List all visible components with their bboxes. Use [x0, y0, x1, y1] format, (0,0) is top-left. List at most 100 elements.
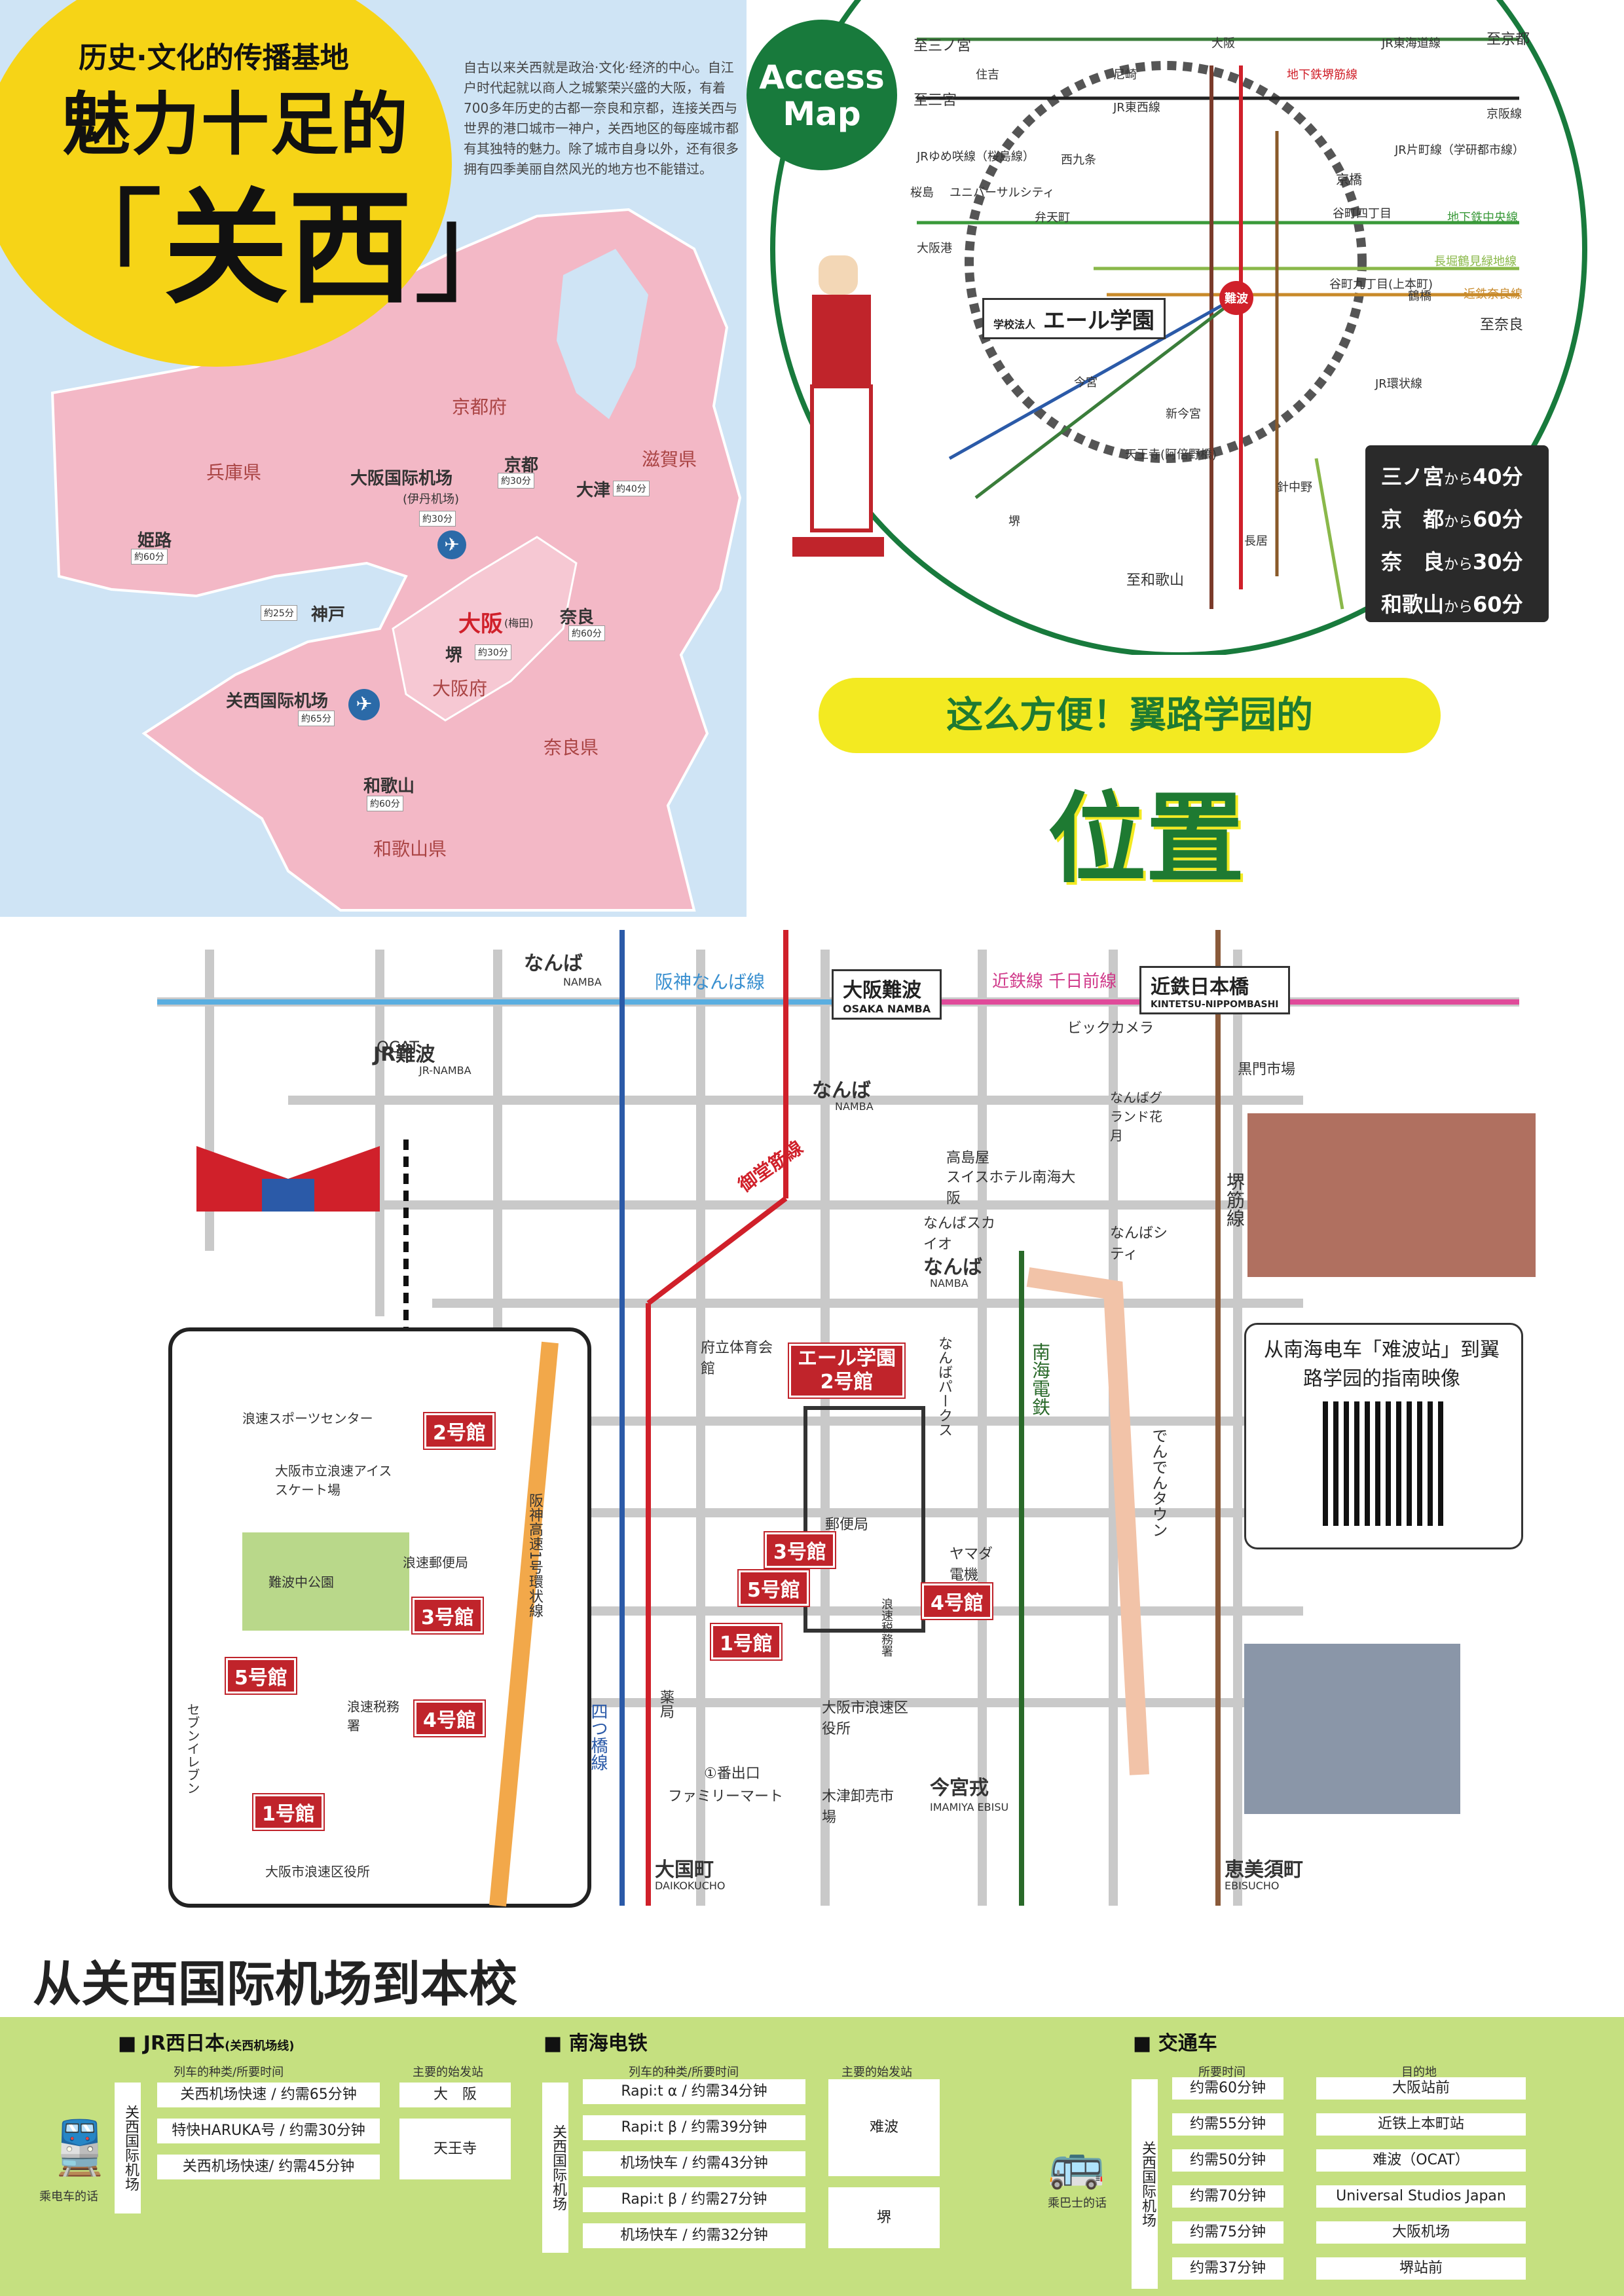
place-ocat: OCAT [377, 1038, 419, 1056]
bus-time: 约需37分钟 [1172, 2257, 1283, 2280]
line-label: JRゆめ咲線（桜島線） [917, 150, 1035, 164]
bus-dest: 大阪站前 [1316, 2077, 1526, 2100]
line-nankai: 南海電鉄 [1029, 1342, 1051, 1416]
bus-time: 约需75分钟 [1172, 2221, 1283, 2244]
city-kyoto: 京都 [504, 456, 539, 475]
building-5-label: 5号館 [739, 1570, 809, 1606]
time-kobe: 約25分 [261, 605, 297, 621]
station-namba-midosuji: なんば [812, 1079, 871, 1102]
place-yamada: ヤマダ電機 [950, 1546, 993, 1583]
inset-building-4: 4号館 [415, 1701, 485, 1736]
station-daikokucho: 大国町 [655, 1859, 714, 1881]
place-park: 難波中公園 [268, 1574, 334, 1590]
bus-dest: 近铁上本町站 [1316, 2113, 1526, 2136]
station-jr-namba: JR難波 [373, 1043, 435, 1066]
qr-code[interactable] [1323, 1401, 1447, 1526]
bus-dest: 大阪机场 [1316, 2221, 1526, 2244]
inset-building-1: 1号館 [253, 1794, 323, 1830]
pref-osaka: 大阪府 [432, 678, 488, 699]
nankai-station: 难波 [828, 2079, 940, 2176]
place-ward-office-2: 大阪市浪速区役所 [265, 1864, 370, 1879]
train-icon: 🚆 [47, 2117, 113, 2178]
station-label: 桜島 [910, 186, 934, 200]
jr-row: 关西机场快速/ 约需45分钟 [157, 2155, 380, 2179]
line-label: JR環状線 [1375, 377, 1422, 391]
school-name: エール学園 [1043, 308, 1154, 334]
jr-col1: 列车的种类/所要时间 [174, 2065, 284, 2079]
place-kizu-market: 木津卸売市場 [822, 1788, 895, 1826]
station-imamiya-ebisu: 今宮戎 [930, 1777, 989, 1800]
station-romaji: JR-NAMBA [419, 1064, 471, 1077]
inset-building-5: 5号館 [226, 1658, 296, 1694]
station-label: 至三ノ宮 [913, 38, 972, 54]
line-label: JR片町線（学研都市線） [1395, 143, 1524, 157]
line-label: 京阪線 [1486, 107, 1522, 121]
pref-shiga: 滋賀県 [642, 449, 697, 470]
jr-station: 大 阪 [399, 2083, 511, 2107]
time-otsu: 約40分 [613, 481, 650, 496]
place-familymart: ファミリーマート [668, 1788, 784, 1805]
line-yotsubashi: 四つ橋線 [588, 1703, 608, 1771]
place-pharmacy: 薬局 [657, 1690, 674, 1718]
bus-caption: 乘巴士的话 [1048, 2196, 1107, 2210]
pref-nara: 奈良県 [544, 737, 599, 758]
station-label: 西九条 [1061, 153, 1096, 167]
nankai-origin: 关西国际机场 [542, 2083, 568, 2253]
station-label: 天王寺(阿倍野橋) [1125, 448, 1217, 462]
jr-station: 天王寺 [399, 2119, 511, 2179]
school-label: エール学園 2号館 [789, 1344, 904, 1398]
location-title: 位置 [1048, 783, 1245, 897]
line-sakaisuji: 堺筋線 [1224, 1172, 1246, 1227]
building-4-label: 4号館 [922, 1583, 992, 1619]
city-wakayama: 和歌山 [363, 777, 415, 796]
bus-dest: 堺站前 [1316, 2257, 1526, 2280]
ocat-building-illustration [190, 1120, 386, 1238]
time-wakayama: 約60分 [367, 796, 403, 811]
place-seven-eleven: セブンイレブン [185, 1703, 200, 1794]
place-namba-parks: なんばパークス [936, 1336, 952, 1437]
school-tag: 学校法人 エール学園 [982, 298, 1166, 339]
bus-col2: 目的地 [1401, 2065, 1437, 2079]
station-label: 谷町九丁目(上本町) [1329, 278, 1433, 291]
station-ebisucho: 恵美須町 [1225, 1859, 1303, 1881]
time-row-kyoto: 京 都から60分 [1381, 507, 1523, 532]
place-post-office-2: 浪速郵便局 [403, 1555, 468, 1570]
from-airport-title: 从关西国际机场到本校 [33, 1956, 517, 2012]
jr-row: 关西机场快速 / 约需65分钟 [157, 2083, 380, 2107]
place-gym: 府立体育会館 [701, 1340, 773, 1377]
place-ngk: なんばグランド花月 [1110, 1090, 1162, 1143]
header-main-title: 「关西」 [39, 147, 537, 327]
header-subtitle: 历史·文化的传播基地 [79, 41, 349, 75]
place-namba-city: なんばシティ [1110, 1225, 1168, 1263]
city-sakai: 堺 [445, 646, 463, 665]
station-label: JR東西線 [1113, 101, 1160, 115]
line-label: 長堀鶴見緑地線 [1434, 255, 1517, 268]
mascot-figure [792, 229, 897, 557]
line-label: JR東海道線 [1382, 37, 1441, 50]
station-label: 鶴橋 [1408, 289, 1431, 303]
station-romaji: NAMBA [835, 1100, 874, 1113]
place-bic-camera: ビックカメラ [1067, 1020, 1154, 1037]
location-banner: 这么方便！翼路学园的 [819, 678, 1441, 753]
place-skyo: なんばスカイオ [923, 1215, 996, 1253]
line-hanshin-expressway: 阪神高速1号環状線 [526, 1493, 543, 1618]
nankai-heading: ■ 南海电铁 [544, 2032, 648, 2055]
station-label: 大阪港 [917, 242, 952, 255]
access-badge-line1: Access [759, 58, 885, 96]
airport-itami-sub: (伊丹机场) [403, 492, 460, 506]
bus-icon: 🚌 [1048, 2138, 1105, 2191]
line-label: 地下鉄中央線 [1447, 211, 1518, 225]
line-label: 近鉄奈良線 [1464, 287, 1522, 301]
bus-dest: Universal Studios Japan [1316, 2185, 1526, 2208]
time-row-nara: 奈 良から30分 [1381, 549, 1523, 574]
station-label: 尼崎 [1113, 68, 1137, 82]
station-label: 今宮 [1074, 376, 1098, 390]
time-sakai: 約30分 [475, 644, 511, 660]
svg-text:難波: 難波 [1225, 291, 1249, 306]
station-label: 至三宮 [913, 92, 957, 109]
header-title: 魅力十足的 [62, 84, 410, 164]
jr-heading: ■ JR西日本(关西机场线) [118, 2032, 295, 2055]
nankai-row: Rapi:t α / 约需34分钟 [583, 2079, 805, 2104]
place-ice-rink: 大阪市立浪速アイススケート場 [275, 1463, 392, 1498]
intro-text: 自古以来关西就是政治·文化·经济的中心。自江户时代起就以商人之城繁荣兴盛的大阪，… [464, 60, 739, 177]
